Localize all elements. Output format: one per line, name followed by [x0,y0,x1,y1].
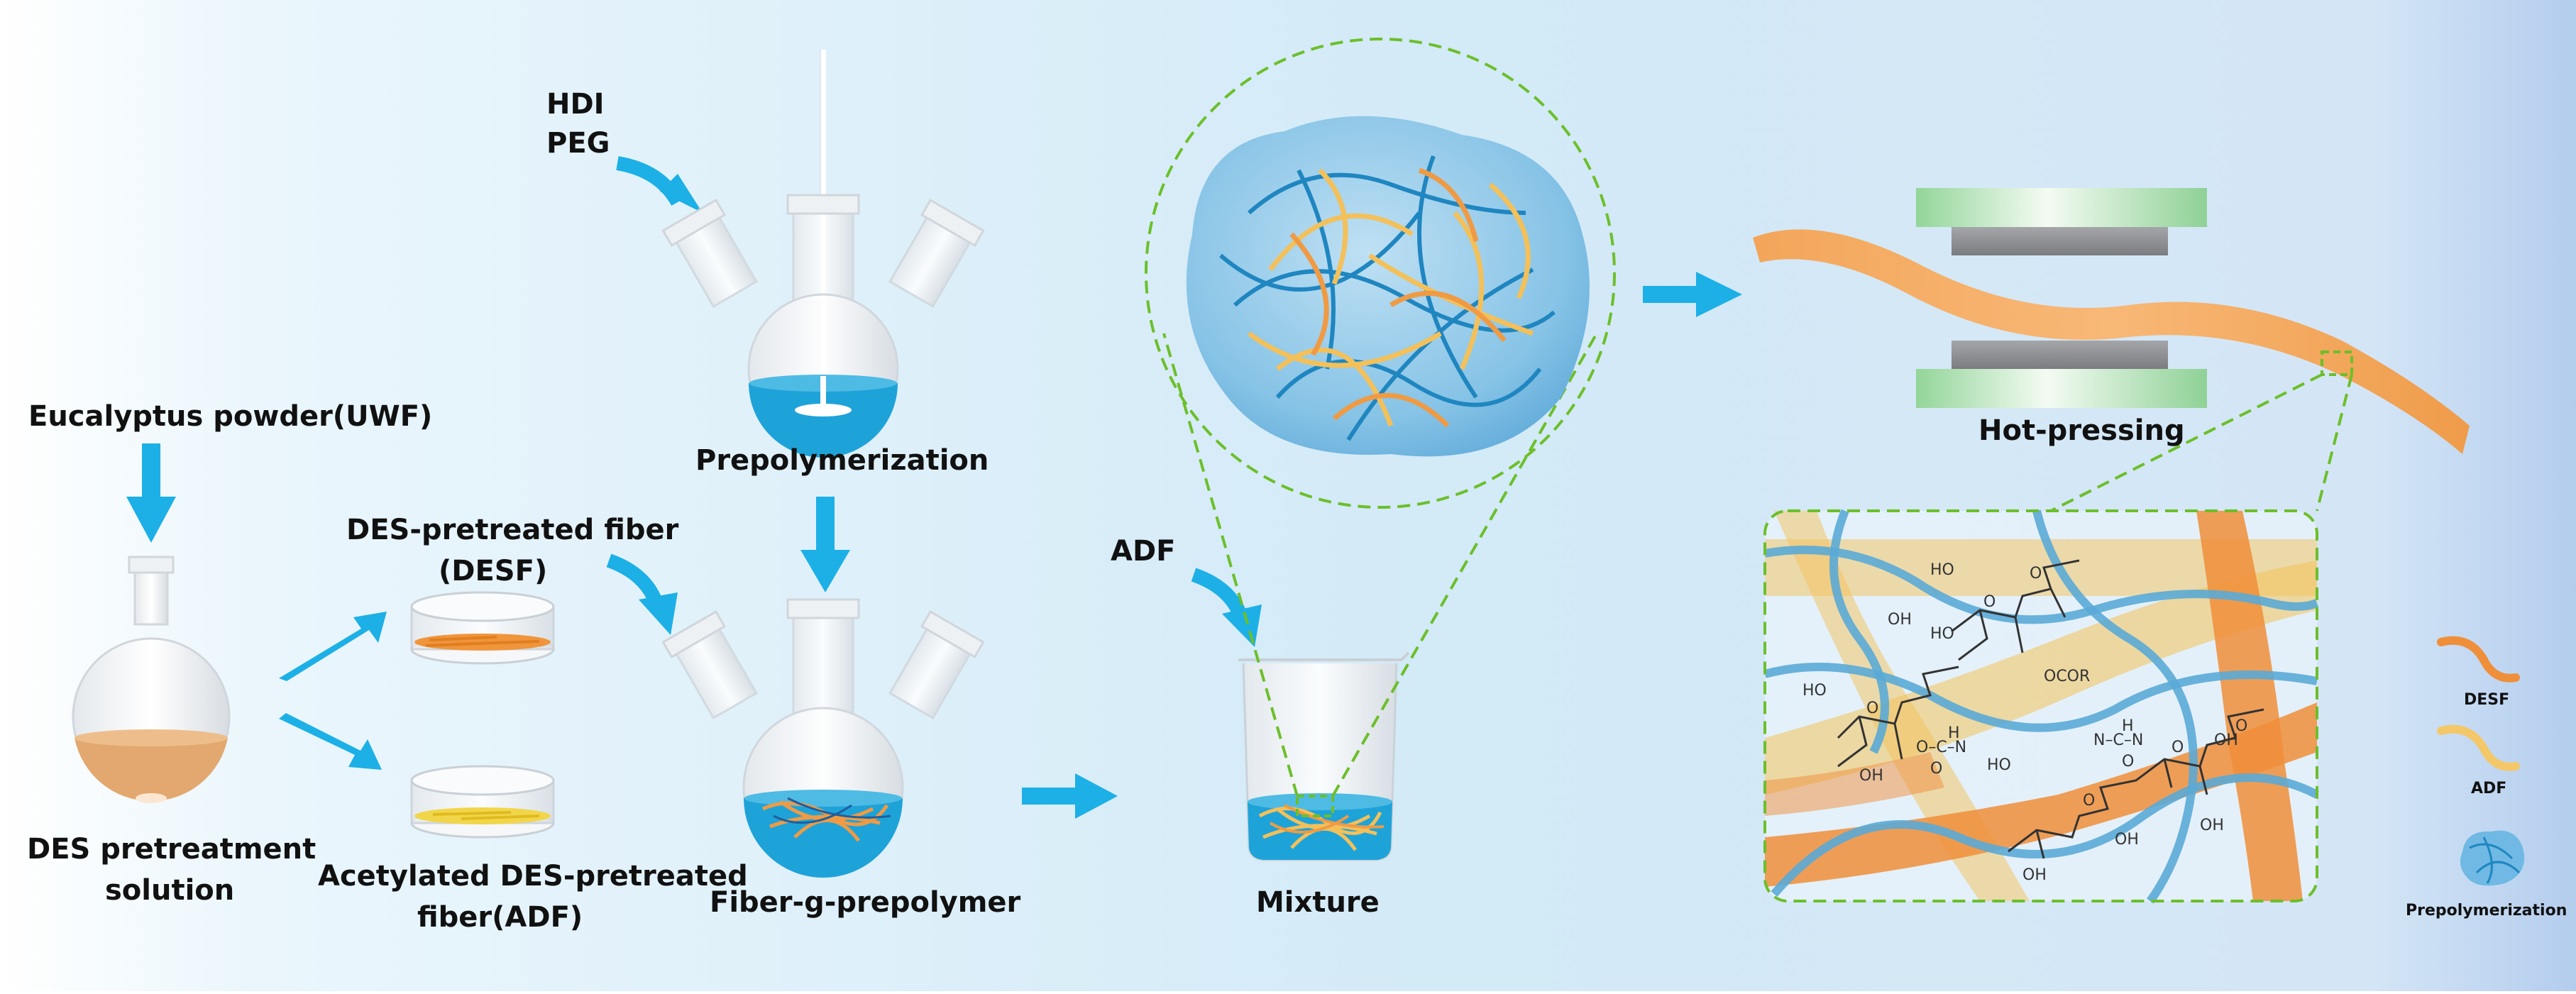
adf-label-line1: Acetylated DES-pretreated [318,860,748,893]
chem-group-o-3: O [1983,593,1996,611]
legend-label-desf: DESF [2464,691,2509,709]
chem-group-oh-6: OH [1859,767,1883,785]
chem-group-oh-3: OH [2200,817,2224,834]
chem-group-ho-3: HO [1802,682,1827,700]
zoom-lines-mixture [1162,333,1598,797]
legend: DESF ADF Prepolymerization [2406,636,2567,920]
arrow-head-desf-icon [639,592,678,635]
arrow-right-hotpress-icon [1643,272,1742,317]
chem-group-o-4: O [2030,565,2042,582]
adf-fiber-icon [2437,724,2520,771]
adf-petri-dish-icon [410,765,555,839]
chem-group-o-7: O [2172,739,2184,756]
prepolymerization-label: Prepolymerization [695,444,989,477]
chem-group-oh-5: OH [2022,866,2047,884]
fiber-g-prepolymer-flask-icon [661,598,985,878]
upper-press-plate [1916,188,2207,227]
des-flask-icon [72,556,231,803]
des-solution-label-line1: DES pretreatment [27,833,316,866]
legend-label-prepolymerization: Prepolymerization [2406,902,2567,920]
arrow-right-mixture-icon [1022,773,1118,819]
hdi-label: HDI [546,88,605,121]
chem-group-o-8: O [2235,717,2247,735]
arrow-diagonal-down-icon [279,713,382,770]
arrow-diagonal-up-icon [279,612,387,681]
lower-press-bar [1952,341,2168,369]
process-arrows [126,156,1742,819]
arrow-down-icon [126,443,176,543]
chem-group-oh-4: OH [2115,831,2139,849]
desf-fiber-icon [2437,636,2520,683]
desf-label-line1: DES-pretreated fiber [346,514,679,546]
zoom-line-left [2050,373,2323,512]
chem-group-o-2: O [2122,753,2134,771]
chem-group-o-1: O [1930,760,1942,778]
upper-press-bar [1952,227,2168,255]
lower-press-plate [1916,369,2207,408]
chem-group-h-1: H [1948,724,1960,742]
chem-group-oh-1: OH [1888,611,1912,629]
peg-label: PEG [546,127,610,160]
mixture-beaker-icon [1238,651,1410,861]
desf-label-line2: (DESF) [439,555,547,587]
fiber-g-prepolymer-label: Fiber-g-prepolymer [710,886,1021,919]
arrow-head-hdi-icon [660,174,703,213]
desf-petri-dish-icon [410,591,555,665]
prepolymer-blob [1186,116,1590,457]
chem-group-o-6: O [2083,792,2095,810]
zoom-line-right [2316,374,2353,512]
chem-group-urea: N–C–N [2093,731,2143,749]
mixture-label: Mixture [1256,886,1380,919]
prepolymerization-flask-icon [661,50,985,458]
chem-group-oh-2: OH [2214,731,2238,749]
ribbon-zoom-box [2321,350,2353,376]
hot-press-icon [1916,188,2207,408]
molecular-structure-panel: HO OH HO OCOR HO O–C–N H O N–C–N H O HO … [1763,509,2319,904]
chem-group-h-2: H [2122,717,2134,735]
adf-fibers [1247,168,1534,427]
mixture-zoom-circle [1145,38,1616,509]
arrow-down-prepoly-icon [800,497,850,592]
hot-pressing-label: Hot-pressing [1978,414,2185,447]
chem-group-ho-1: HO [1930,561,1954,579]
chem-group-ocor: OCOR [2044,668,2090,685]
composite-ribbon [1753,229,2470,454]
adf-input-label: ADF [1111,535,1175,568]
chem-group-ho-2: HO [1930,625,1954,643]
chem-group-o-5: O [1866,700,1878,717]
adf-label-line2: fiber(ADF) [417,901,583,934]
des-solution-label-line2: solution [105,874,234,907]
desf-fibers [1289,167,1507,428]
chem-group-carbamate: O–C–N [1916,739,1966,756]
chem-group-ho-4: HO [1987,756,2011,774]
prepolymer-blob-icon [2460,830,2525,886]
legend-label-adf: ADF [2471,780,2506,797]
eucalyptus-label: Eucalyptus powder(UWF) [28,400,432,433]
